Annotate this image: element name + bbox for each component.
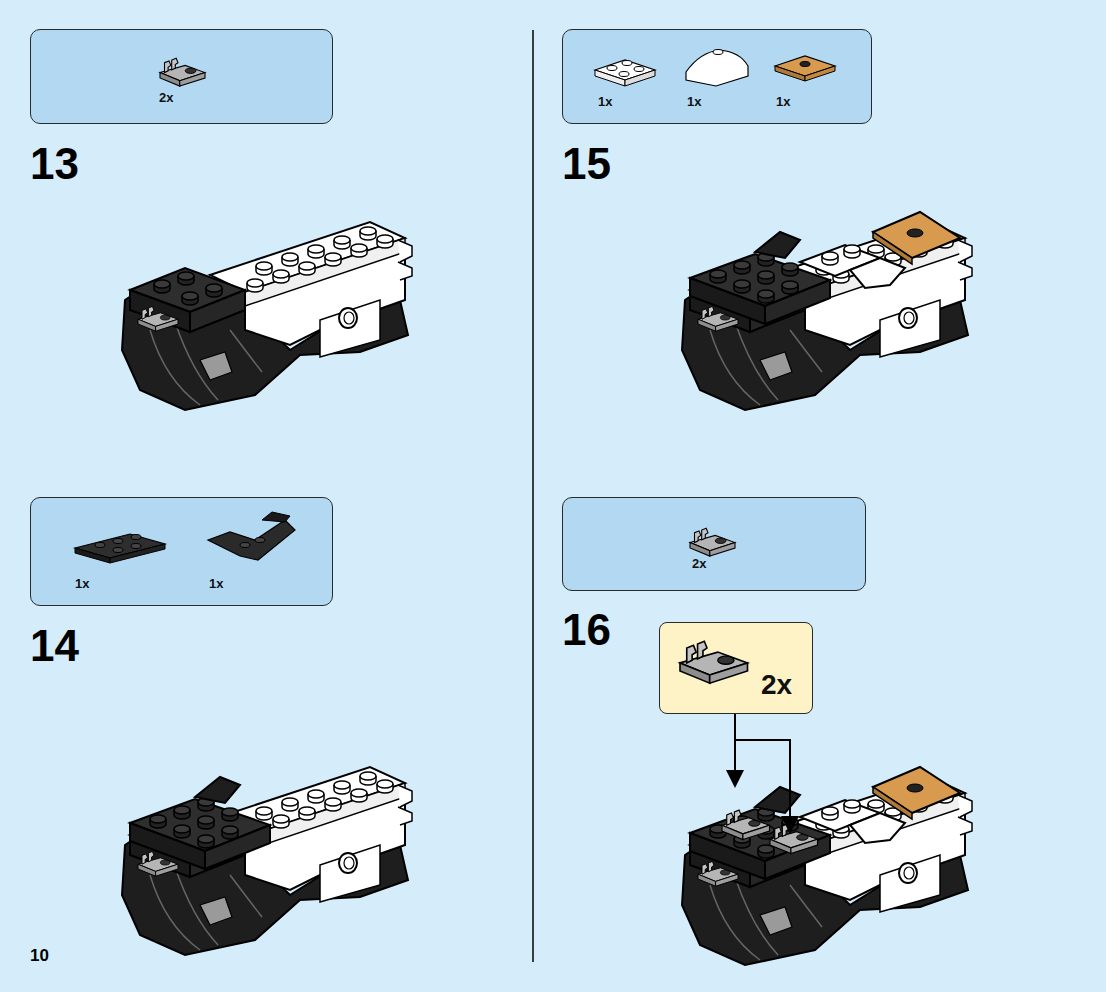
step-number: 15: [562, 142, 611, 186]
parts-list-box: 2x: [562, 497, 866, 591]
quantity-label: 2x: [159, 91, 173, 104]
quantity-label: 1x: [209, 577, 223, 590]
step-number: 14: [30, 624, 79, 668]
parts-list-box: 1x 1x 1x: [562, 29, 872, 124]
parts-list-box: 2x: [30, 29, 333, 124]
quantity-label: 2x: [761, 671, 792, 699]
quantity-label: 2x: [692, 557, 706, 570]
quantity-label: 1x: [75, 577, 89, 590]
step-number: 13: [30, 142, 79, 186]
parts-list-box: 1x 1x: [30, 497, 333, 606]
quantity-label: 1x: [776, 95, 790, 108]
callout-box: 2x: [659, 622, 813, 714]
quantity-label: 1x: [598, 95, 612, 108]
page-number: 10: [30, 947, 49, 964]
quantity-label: 1x: [687, 95, 701, 108]
step-number: 16: [562, 608, 611, 652]
